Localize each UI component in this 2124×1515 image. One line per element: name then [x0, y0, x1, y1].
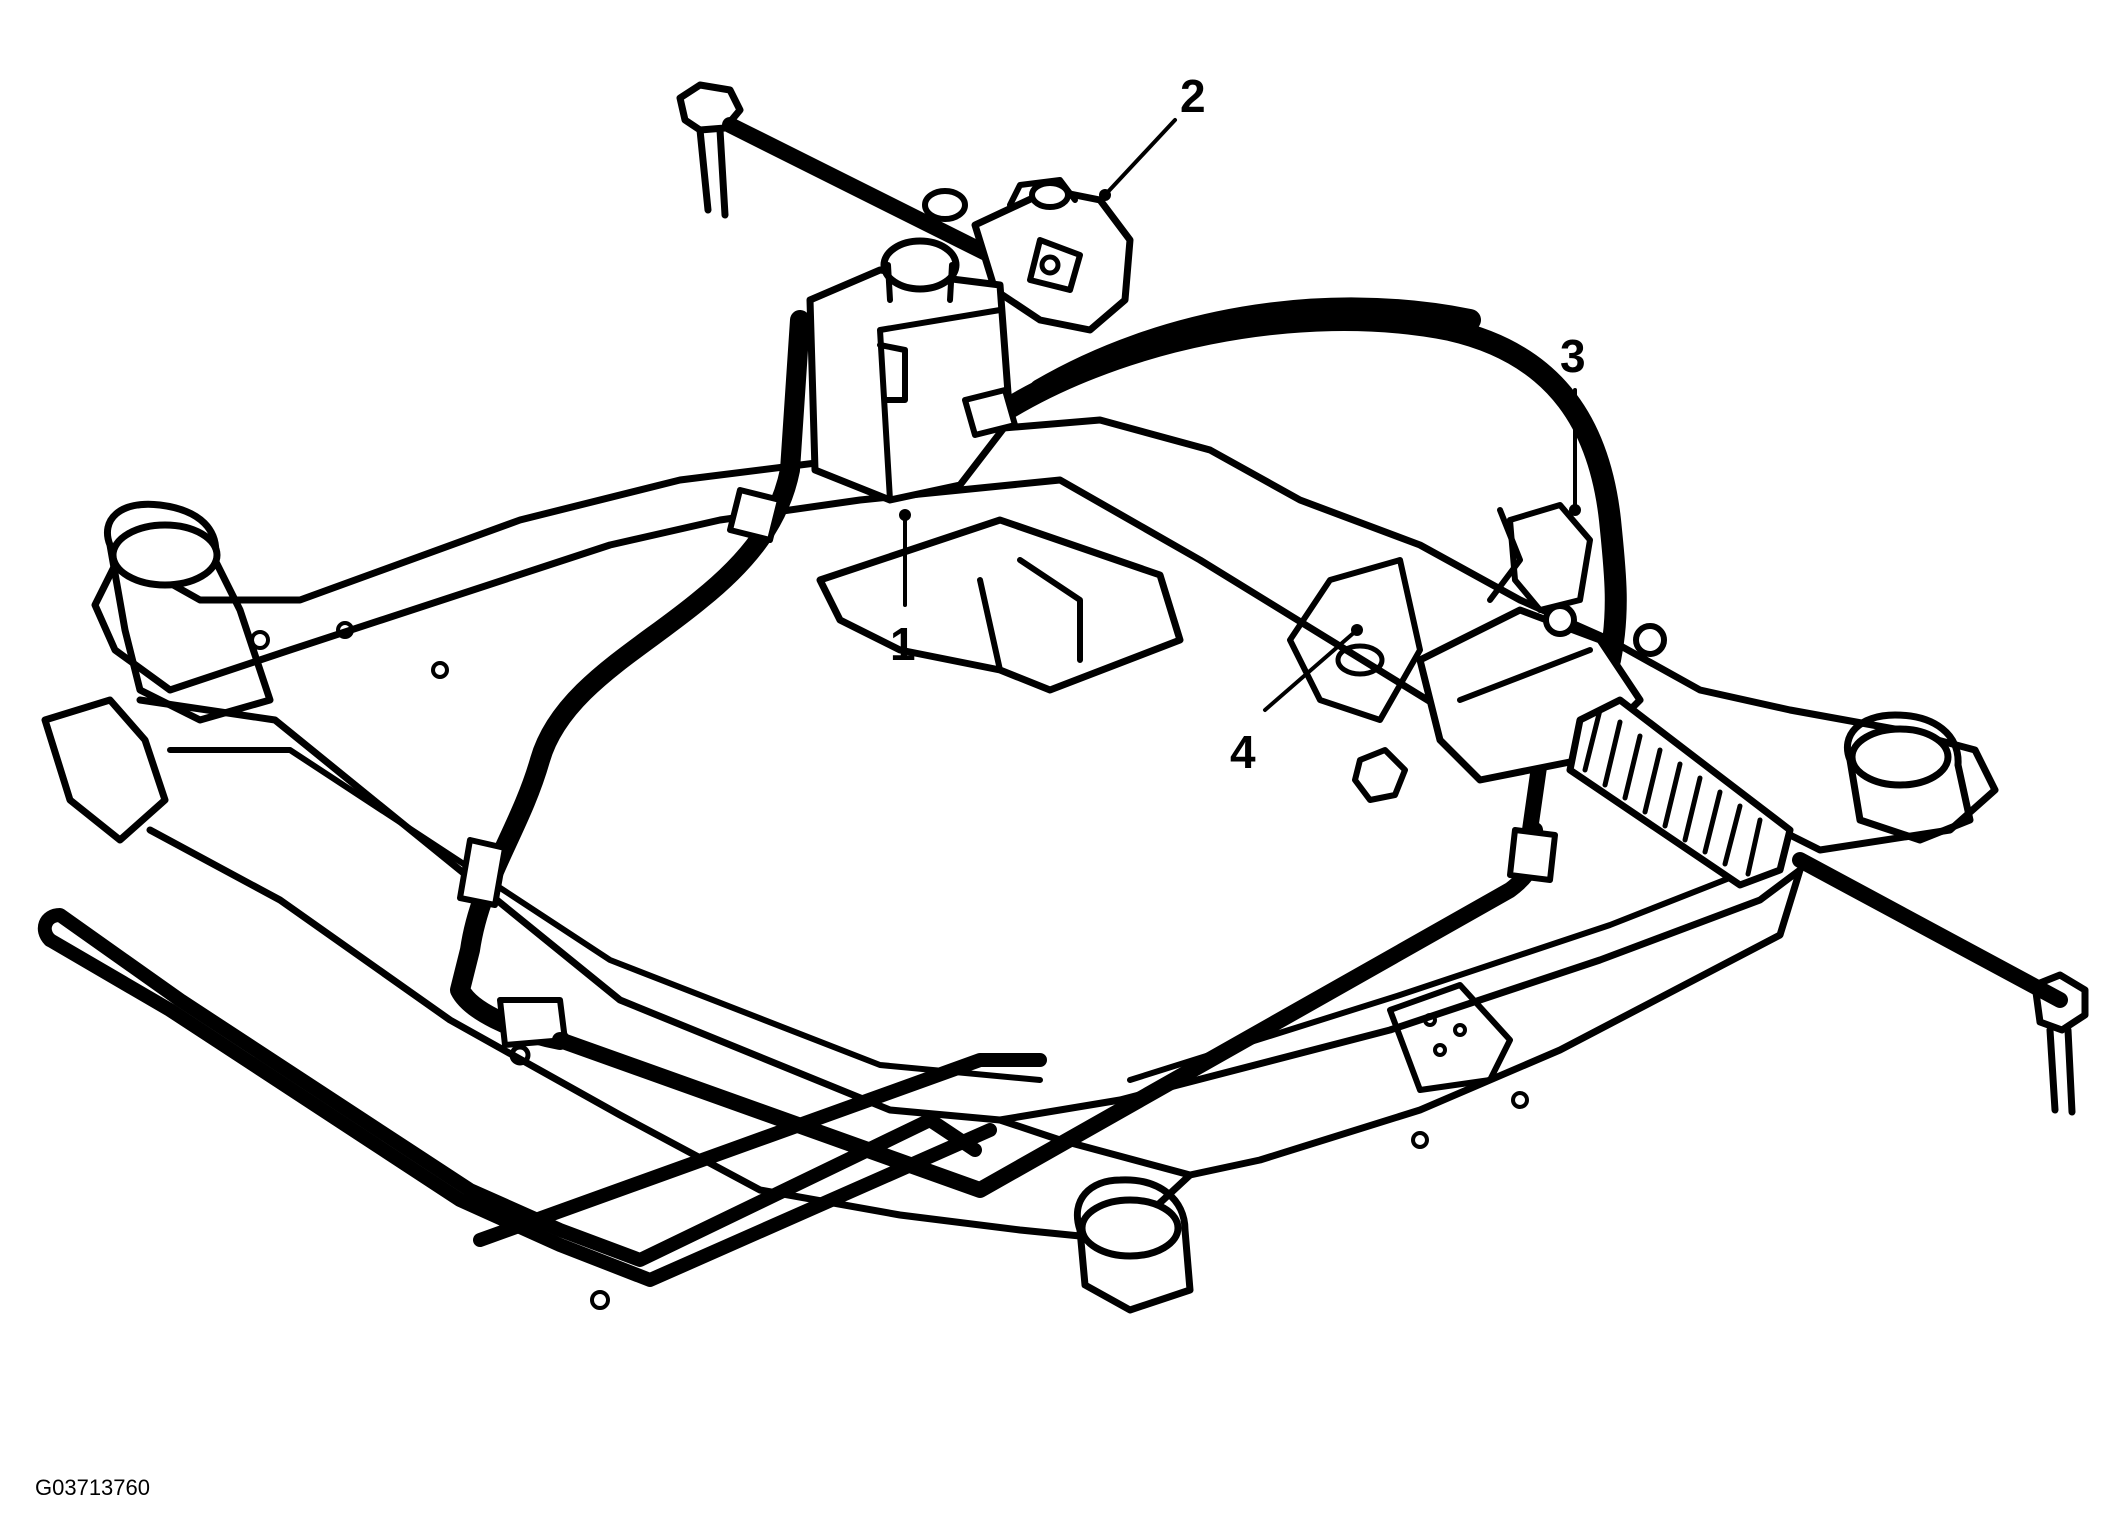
callout-3-label: 3: [1560, 330, 1586, 382]
left-tie-rod: [676, 81, 998, 263]
callout-3: 3: [1560, 330, 1586, 516]
callout-1: 1: [890, 509, 916, 670]
steering-rack: [1352, 502, 1794, 889]
right-tie-rod: [1792, 852, 2089, 1116]
callout-4: 4: [1230, 624, 1363, 778]
callout-4-label: 4: [1230, 726, 1256, 778]
fluid-reservoir: [806, 237, 1014, 504]
cooler-line: [37, 707, 1588, 1287]
figure-id: G03713760: [35, 1475, 150, 1500]
rack-boot: [1566, 696, 1794, 889]
callout-2: 2: [1099, 70, 1206, 201]
pressure-line: [450, 310, 810, 1066]
return-hose: [962, 297, 1627, 671]
callout-2-label: 2: [1180, 70, 1206, 122]
callout-1-label: 1: [890, 618, 916, 670]
power-steering-pump: [922, 177, 1134, 334]
